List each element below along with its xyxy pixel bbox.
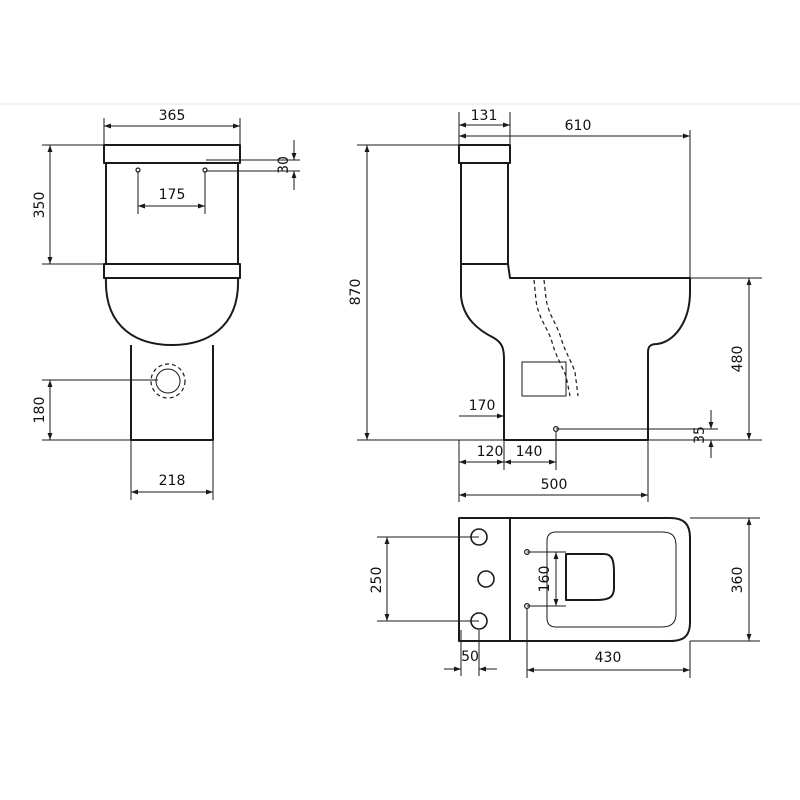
- label-base-width: 218: [159, 473, 186, 489]
- top-pan-outer: [510, 517, 691, 642]
- label-overall-depth: 610: [565, 118, 592, 134]
- label-overall-height: 870: [348, 279, 364, 306]
- label-button-spacing: 175: [159, 187, 186, 203]
- cistern-body: [105, 163, 239, 264]
- label-fixing-height: 35: [692, 426, 708, 444]
- label-fixing-spacing: 250: [369, 567, 385, 594]
- label-cistern-depth: 131: [471, 108, 498, 124]
- bowl: [104, 277, 240, 346]
- label-lid-offset: 30: [276, 156, 292, 174]
- label-dim-120: 120: [477, 444, 504, 460]
- pedestal: [130, 345, 214, 441]
- fixing-hole-middle: [477, 570, 495, 588]
- label-pan-width: 360: [730, 567, 746, 594]
- front-view: 365 350 30 175 180 218: [32, 108, 300, 500]
- label-dim-140: 140: [516, 444, 543, 460]
- waste-outlet-inner: [155, 368, 181, 394]
- top-pan-inner: [546, 531, 677, 628]
- top-view: 250 360 160 50 430: [369, 517, 760, 678]
- label-inlet-height: 170: [469, 398, 496, 414]
- flush-button-left: [135, 167, 141, 173]
- side-profile: [460, 163, 691, 441]
- label-pan-length: 430: [595, 650, 622, 666]
- trapway: [533, 279, 579, 397]
- outlet-spigot: [521, 361, 567, 397]
- label-base-length: 500: [541, 477, 568, 493]
- side-cistern-lid: [458, 144, 511, 164]
- label-seat-hole-spacing: 160: [537, 566, 553, 593]
- bowl-band: [103, 263, 241, 279]
- cistern-lid: [103, 144, 241, 164]
- label-overall-width: 365: [159, 108, 186, 124]
- label-hole-offset: 50: [461, 649, 479, 665]
- waste-outlet-outer: [150, 363, 186, 399]
- label-waste-height: 180: [32, 397, 48, 424]
- label-cistern-height: 350: [32, 192, 48, 219]
- bowl-opening: [565, 553, 615, 601]
- side-view: 131 610 870 480 170 35 120 140: [348, 108, 762, 502]
- label-pan-height: 480: [730, 346, 746, 373]
